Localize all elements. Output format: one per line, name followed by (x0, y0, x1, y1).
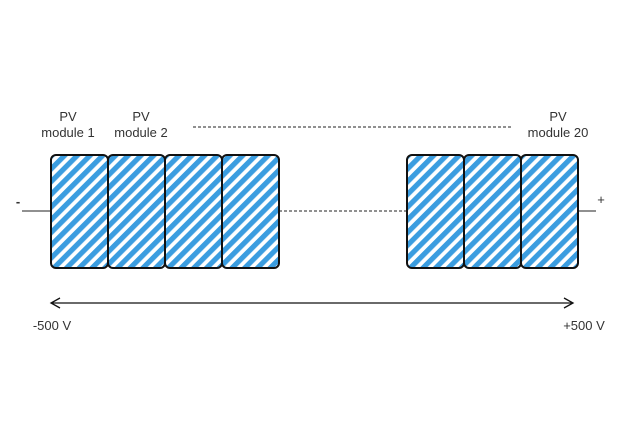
module-1-label: PV module 1 (41, 109, 94, 141)
pv-module-19 (463, 154, 522, 269)
negative-voltage-label: -500 V (32, 318, 72, 333)
voltage-span-arrow (49, 297, 575, 309)
pv-module-3 (164, 154, 223, 269)
positive-voltage-label: +500 V (563, 318, 605, 333)
module-20-label-line2: module 20 (527, 125, 589, 140)
module-1-label-line2: module 1 (41, 125, 95, 140)
module-2-label-line2: module 2 (114, 125, 168, 140)
pv-module-1 (50, 154, 109, 269)
module-20-label: PV module 20 (528, 109, 589, 141)
positive-terminal-label: + (597, 192, 605, 207)
module-2-label-line1: PV (132, 109, 150, 124)
module-1-label-line1: PV (59, 109, 77, 124)
pv-module-20 (520, 154, 579, 269)
module-20-label-line1: PV (549, 109, 567, 124)
negative-terminal-label: - (15, 194, 21, 209)
pv-module-4 (221, 154, 280, 269)
module-2-label: PV module 2 (114, 109, 167, 141)
pv-module-2 (107, 154, 166, 269)
pv-module-18 (406, 154, 465, 269)
